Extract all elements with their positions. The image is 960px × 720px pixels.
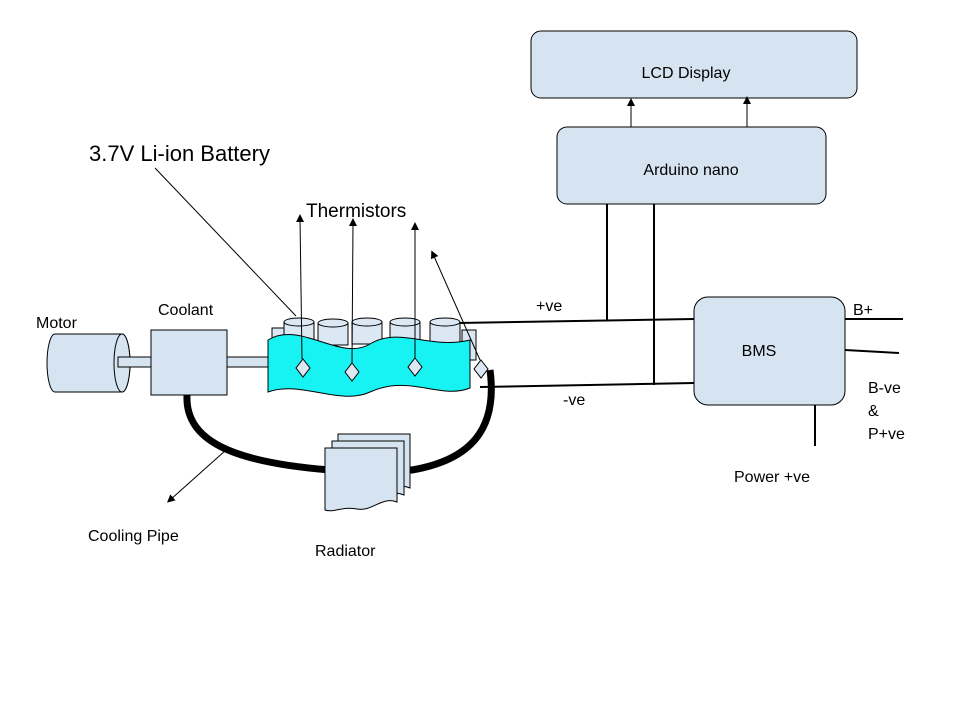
battery-leader-line [154, 167, 297, 317]
thermistor-arrow-1 [296, 214, 305, 360]
arduino-block: Arduino nano [556, 126, 827, 205]
b-plus-label: B+ [853, 302, 873, 319]
battery-label: 3.7V Li-ion Battery [89, 141, 270, 166]
radiator [324, 433, 411, 512]
thermistor-arrow-2 [348, 218, 357, 364]
coolant-band [267, 334, 471, 397]
bms-label: BMS [742, 343, 777, 360]
coolant-pump-box [150, 329, 228, 396]
cooling-pipe-label: Cooling Pipe [88, 528, 179, 545]
bms-block: BMS [693, 296, 846, 406]
coolant-shaft [226, 356, 270, 368]
motor-shaft [117, 356, 152, 368]
thermistor-arrow-4 [430, 250, 481, 361]
positive-wire [457, 318, 695, 324]
cooling-pipe-arrow [167, 449, 227, 503]
radiator-label: Radiator [315, 543, 376, 560]
coolant-label: Coolant [158, 302, 214, 319]
thermistor-1 [295, 358, 311, 378]
thermistor-2 [344, 362, 360, 382]
thermistor-3 [407, 357, 423, 377]
motor-label: Motor [36, 315, 78, 332]
lcd-display-block: LCD Display [530, 30, 858, 99]
thermistors-label: Thermistors [306, 201, 406, 222]
negative-wire [479, 382, 695, 388]
power-pos-label: Power +ve [734, 469, 810, 486]
negative-label: -ve [563, 392, 585, 409]
ampersand-label: & [868, 403, 879, 420]
p-plus-label: P+ve [868, 426, 905, 443]
positive-label: +ve [536, 298, 562, 315]
arduino-label: Arduino nano [643, 162, 738, 179]
lcd-display-label: LCD Display [642, 65, 731, 82]
b-neg-wire [844, 349, 900, 354]
thermistor-4 [473, 359, 489, 379]
b-neg-label: B-ve [868, 380, 901, 397]
